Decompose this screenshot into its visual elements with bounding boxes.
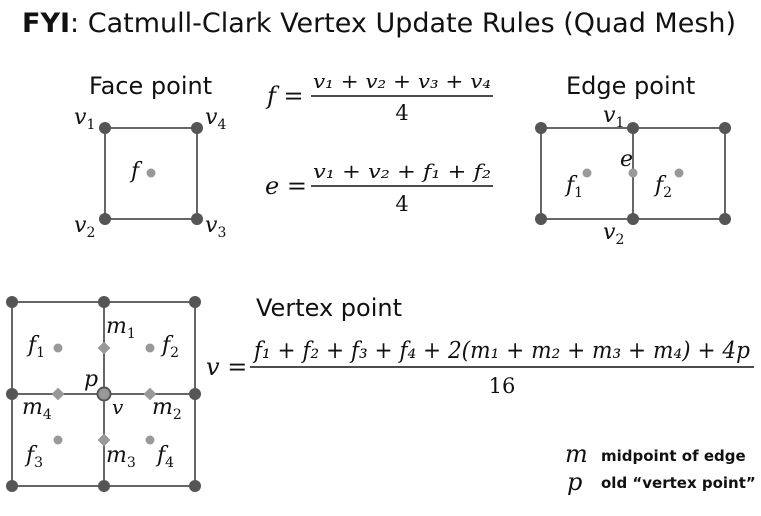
vertex-v2 <box>99 213 111 225</box>
face-quad <box>104 127 198 220</box>
label-m3: m3 <box>106 443 136 471</box>
vertex <box>535 213 547 225</box>
vertex-point-panel: f1 f2 f3 f4 m1 m2 m3 m4 p v <box>6 296 201 492</box>
vertex <box>6 296 18 308</box>
label-e: e <box>620 147 633 172</box>
vertex-formula: Vertex point v = f₁ + f₂ + f₃ + f₄ + 2(m… <box>206 294 754 398</box>
legend-symbol-p: p <box>567 468 582 496</box>
face-point-f2-dot <box>145 343 155 353</box>
edge-point-dot <box>628 168 638 178</box>
midpoint-m2 <box>143 387 157 401</box>
label-f2: f2 <box>653 173 672 201</box>
label-v4: v4 <box>205 105 226 133</box>
face-formula-numerator: v₁ + v₂ + v₃ + v₄ <box>313 69 491 93</box>
legend: m midpoint of edge p old “vertex point” <box>565 440 756 496</box>
label-v1: v1 <box>603 103 624 131</box>
vertex-point-heading: Vertex point <box>256 294 402 322</box>
vertex <box>98 296 110 308</box>
label-v: v <box>112 395 124 419</box>
title-bold: FYI <box>22 8 71 39</box>
midpoint-m3 <box>97 433 111 447</box>
vertex <box>6 388 18 400</box>
vertex-formula-lhs: v = <box>206 353 247 381</box>
face-point-panel: Face point v1 v4 v2 v3 f <box>74 72 226 241</box>
label-v1: v1 <box>74 105 95 133</box>
label-f4: f4 <box>155 443 174 471</box>
label-v2: v2 <box>603 220 624 248</box>
legend-symbol-m: m <box>565 440 588 468</box>
label-f1: f1 <box>26 333 45 361</box>
old-vertex-p <box>96 386 112 402</box>
vertex <box>98 480 110 492</box>
face-point-dot <box>146 168 156 178</box>
vertex-v1 <box>99 122 111 134</box>
midpoint-m4 <box>51 387 65 401</box>
edge-point-panel: Edge point v1 v2 e f1 f2 <box>535 72 731 248</box>
midpoint-m1 <box>97 341 111 355</box>
label-m4: m4 <box>22 395 52 423</box>
vertex <box>719 122 731 134</box>
edge-formula: e = v₁ + v₂ + f₁ + f₂ 4 <box>265 159 493 216</box>
face-point-f1-dot <box>582 168 592 178</box>
label-v3: v3 <box>205 213 226 241</box>
vertex-formula-denominator: 16 <box>489 374 516 398</box>
label-p: p <box>84 367 98 392</box>
label-m2: m2 <box>152 395 182 423</box>
edge-formula-lhs: e = <box>265 172 307 200</box>
edge-point-heading: Edge point <box>566 72 695 100</box>
vertex <box>6 480 18 492</box>
face-point-f2-dot <box>674 168 684 178</box>
title-rest: : Catmull-Clark Vertex Update Rules (Qua… <box>70 8 737 39</box>
vertex-v2 <box>627 213 639 225</box>
label-v2: v2 <box>74 213 95 241</box>
vertex <box>535 122 547 134</box>
face-formula-denominator: 4 <box>395 101 408 125</box>
face-point-f3-dot <box>53 435 63 445</box>
vertex-v4 <box>191 122 203 134</box>
label-f1: f1 <box>564 173 583 201</box>
face-point-f4-dot <box>145 435 155 445</box>
legend-text-p: old “vertex point” <box>601 474 756 492</box>
vertex <box>189 480 201 492</box>
face-point-heading: Face point <box>89 72 212 100</box>
face-point-f1-dot <box>53 343 63 353</box>
face-formula: f = v₁ + v₂ + v₃ + v₄ 4 <box>265 69 493 125</box>
vertex-formula-numerator: f₁ + f₂ + f₃ + f₄ + 2(m₁ + m₂ + m₃ + m₄)… <box>252 338 750 364</box>
vertex <box>719 213 731 225</box>
vertex <box>189 296 201 308</box>
label-f3: f3 <box>24 443 43 471</box>
face-formula-lhs: f = <box>265 82 304 110</box>
vertex-v3 <box>191 213 203 225</box>
page-title: FYI: Catmull-Clark Vertex Update Rules (… <box>22 8 736 39</box>
vertex-v1 <box>627 122 639 134</box>
legend-text-m: midpoint of edge <box>601 447 746 465</box>
edge-formula-denominator: 4 <box>395 192 408 216</box>
edge-formula-numerator: v₁ + v₂ + f₁ + f₂ <box>313 159 491 183</box>
label-m1: m1 <box>106 314 136 342</box>
label-f2: f2 <box>160 333 179 361</box>
vertex <box>189 388 201 400</box>
label-f: f <box>129 159 143 184</box>
